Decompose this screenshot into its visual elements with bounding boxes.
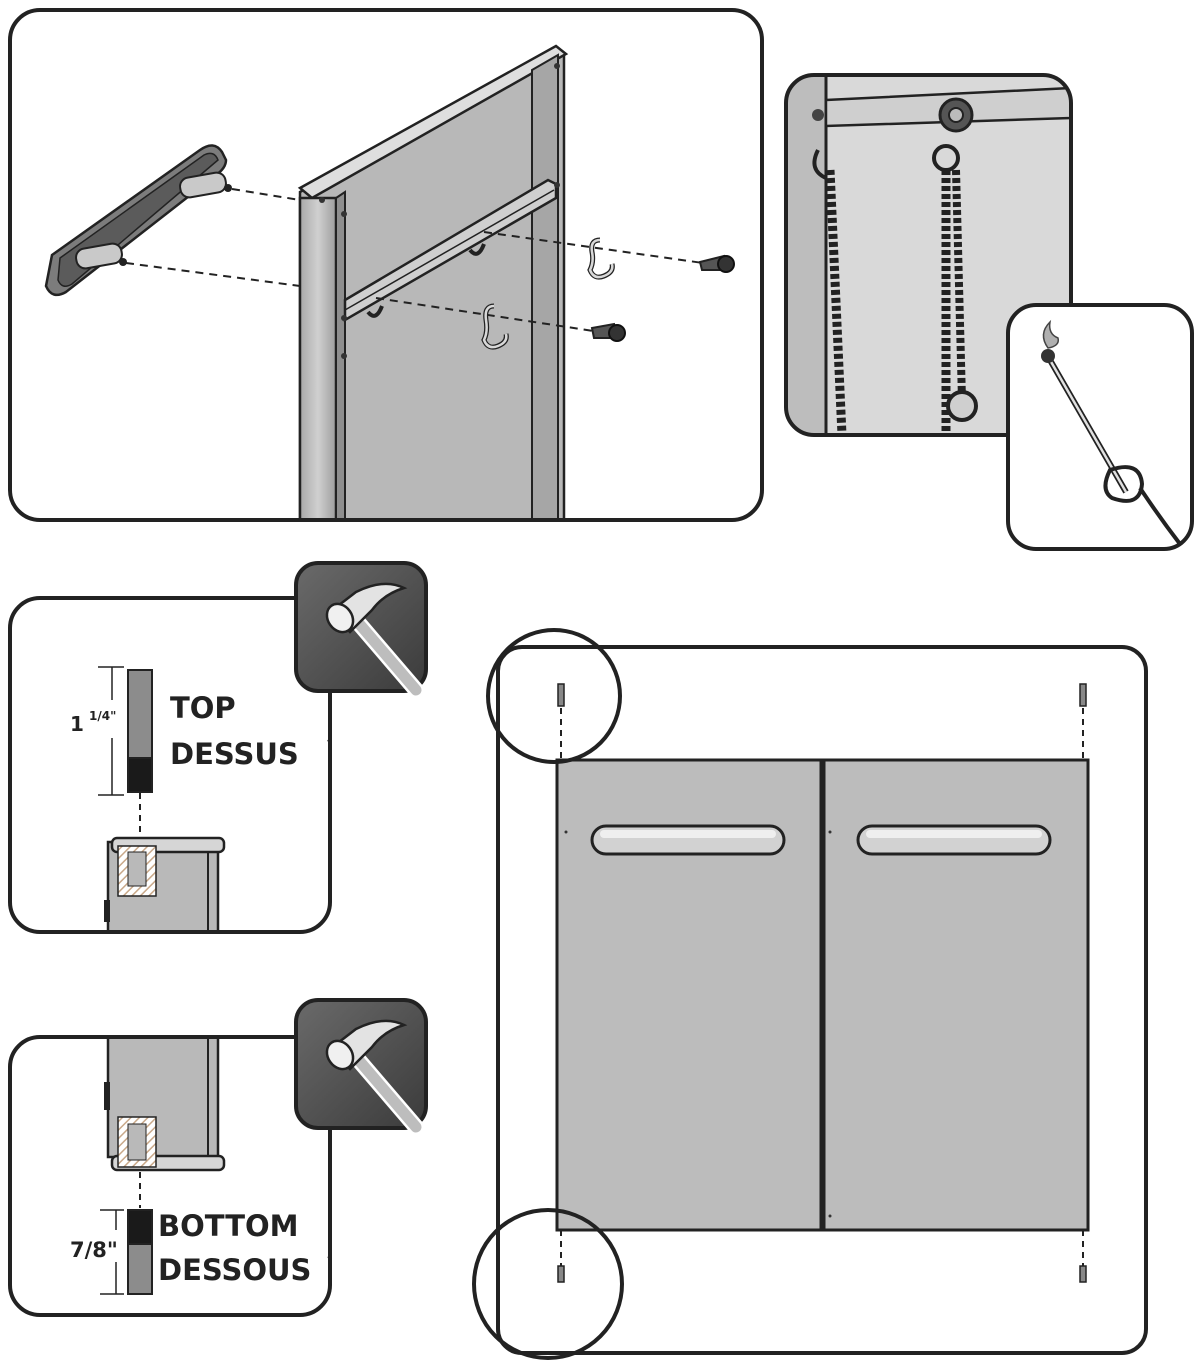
top-pin-measure-fraction: 1/4"	[89, 709, 116, 723]
bottom-label-en: BOTTOM	[158, 1209, 299, 1243]
s-hook	[587, 237, 615, 280]
screw	[698, 254, 735, 273]
bottom-pin-highlight	[472, 1208, 624, 1360]
chain-detail-panel	[784, 73, 1073, 437]
double-door-panel	[472, 628, 1148, 1360]
top-pin-panel: 1 1/4" TOP DESSUS	[8, 596, 332, 934]
bottom-pin-measure: 7/8"	[70, 1238, 118, 1262]
top-pin-highlight	[486, 628, 622, 764]
top-label-en: TOP	[170, 691, 236, 725]
pin-guides	[557, 683, 1087, 1283]
bead-chain	[825, 169, 966, 435]
bottom-pin-panel: 7/8" BOTTOM DESSOUS	[8, 1035, 332, 1317]
hammer-tile-bottom	[294, 998, 428, 1135]
s-hook	[481, 303, 509, 350]
lit-match-icon	[1041, 319, 1182, 546]
top-pin	[127, 669, 153, 793]
hammer-icon	[325, 1019, 424, 1135]
door-bottom-corner	[104, 1037, 226, 1172]
hammer-icon	[325, 582, 424, 698]
handle-mounting-panel	[8, 8, 764, 522]
door-top-corner	[104, 836, 226, 932]
bottom-label-fr: DESSOUS	[158, 1253, 311, 1287]
screw	[590, 322, 626, 342]
lit-match-panel	[1006, 303, 1194, 551]
left-door	[555, 758, 823, 1232]
right-door	[822, 758, 1090, 1232]
bottom-pin	[127, 1209, 153, 1295]
hammer-tile-top	[294, 561, 428, 698]
top-label-fr: DESSUS	[170, 737, 299, 771]
top-pin-measure: 1	[70, 712, 84, 736]
towel-bar	[44, 144, 232, 297]
